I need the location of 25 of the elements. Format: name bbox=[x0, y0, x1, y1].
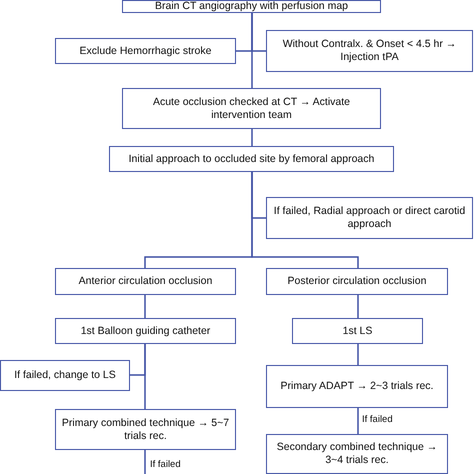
process-box: Acute occlusion checked at CT → Activate intervention team bbox=[122, 88, 381, 129]
process-box: If failed, change to LS bbox=[0, 360, 130, 391]
process-box: Secondary combined technique → 3~4 trials rec. bbox=[266, 434, 448, 474]
connector-line bbox=[357, 295, 359, 318]
process-box: Anterior circulation occlusion bbox=[55, 268, 236, 295]
process-box: 1st LS bbox=[292, 318, 423, 344]
connector-line bbox=[144, 295, 146, 318]
process-box: Posterior circulation occlusion bbox=[266, 268, 448, 295]
edge-label: If failed bbox=[150, 459, 181, 470]
connector-line bbox=[357, 344, 359, 365]
process-box: 1st Balloon guiding catheter bbox=[55, 318, 236, 344]
process-box: Exclude Hemorrhagic stroke bbox=[55, 38, 236, 64]
connector-line bbox=[251, 172, 359, 268]
connector-line bbox=[144, 344, 146, 409]
process-box: Primary combined technique → 5~7 trials rec. bbox=[55, 409, 236, 450]
process-box: Initial approach to occluded site by femoral approach bbox=[109, 146, 394, 172]
connector-line bbox=[144, 450, 146, 474]
process-box: Brain CT angiography with perfusion map bbox=[122, 0, 381, 13]
connector-line bbox=[251, 129, 253, 146]
process-box: Without Contralx. & Onset < 4.5 hr → Injection tPA bbox=[266, 30, 473, 72]
connector-line bbox=[251, 13, 253, 88]
process-box: If failed, Radial approach or direct carotid approach bbox=[266, 197, 473, 239]
process-box: Primary ADAPT → 2~3 trials rec. bbox=[266, 365, 448, 408]
edge-label: If failed bbox=[362, 414, 393, 425]
connector-line bbox=[357, 408, 359, 434]
